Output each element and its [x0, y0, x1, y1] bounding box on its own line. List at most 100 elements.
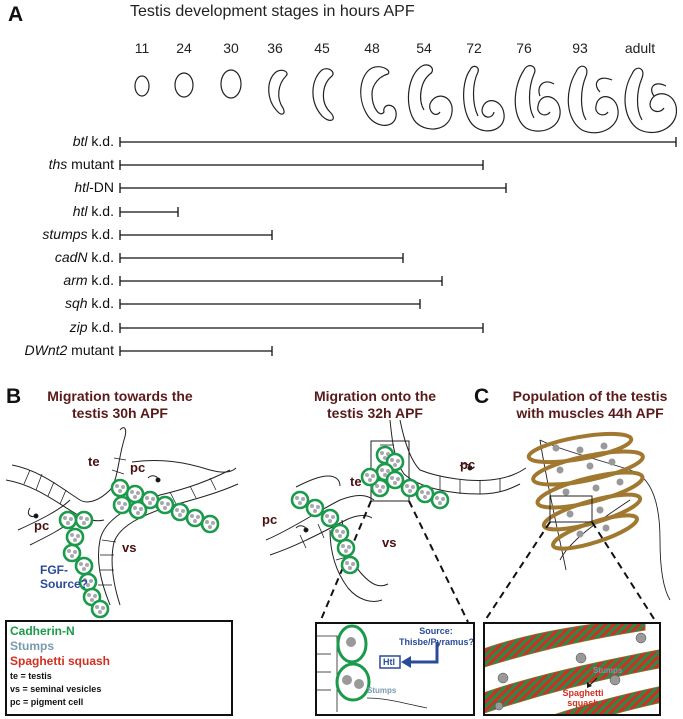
migrating-cell — [430, 490, 450, 510]
gene-label: arm k.d. — [63, 272, 114, 289]
stage-shape-93 — [567, 71, 619, 134]
testis-stage-shapes — [134, 64, 678, 134]
stage-hour-label: 76 — [516, 40, 532, 56]
legend-vs: vs = seminal vesicles — [10, 684, 102, 694]
migrating-cell — [74, 510, 94, 530]
panel-b-title-left-line1: Migration towards the — [47, 388, 193, 404]
panel-b-title-mid-line2: testis 32h APF — [327, 405, 423, 421]
gene-bar — [119, 183, 507, 194]
panel-b-letter: B — [6, 385, 22, 408]
gene-label: btl k.d. — [72, 133, 114, 149]
stages-title: Testis development stages in hours APF — [130, 3, 415, 20]
gene-label: DWnt2 mutant — [24, 341, 115, 358]
stage-hour-label: 36 — [267, 40, 283, 56]
migrating-cell — [74, 556, 94, 576]
label-pc-middle: pc — [262, 512, 278, 527]
panel-b-title-mid-line1: Migration onto the — [313, 388, 437, 404]
migrating-cell — [200, 514, 220, 534]
inset-htl-label: Htl — [383, 657, 395, 667]
gene-bar — [119, 253, 404, 263]
migrating-cell — [320, 508, 340, 528]
fgf-source-line2: Source? — [40, 577, 89, 591]
gene-bar — [119, 345, 273, 356]
migrating-cell — [78, 572, 98, 592]
zoom-box-c — [549, 495, 593, 523]
stage-hour-label: 54 — [416, 40, 432, 56]
inset-spaghetti-line2: squash — [567, 698, 599, 708]
inset-source-label: Source: Thisbe/Pyramus? — [399, 626, 473, 648]
stage-shape-adult — [624, 73, 678, 134]
stage-shape-30 — [220, 69, 242, 99]
panel-c-letter: C — [474, 385, 490, 408]
inset-box-c: Stumps Spaghetti squash — [483, 622, 661, 716]
migrating-cell — [90, 599, 110, 619]
inset-source-line2: Thisbe/Pyramus? — [399, 637, 475, 647]
panel-c-title-line2: with muscles 44h APF — [516, 405, 664, 421]
legend-cadherin: Cadherin-N — [10, 624, 75, 638]
stage-shape-45 — [312, 68, 334, 121]
migrating-cell — [155, 495, 175, 515]
stage-shape-54 — [407, 65, 453, 130]
gene-bar — [119, 229, 273, 240]
stage-shape-48 — [360, 66, 397, 126]
panel-c-title: Population of the testis with muscles 44… — [500, 388, 680, 422]
migrating-cell — [360, 467, 380, 487]
migrating-cell — [65, 527, 85, 547]
panel-c-title-line1: Population of the testis — [512, 388, 668, 404]
stage-hour-label: 24 — [176, 40, 192, 56]
gene-bar — [119, 322, 484, 333]
gene-label: cadN k.d. — [54, 249, 114, 265]
gene-label: htl-DN — [74, 179, 114, 196]
migrating-cell — [185, 508, 205, 528]
migrating-cell — [58, 510, 78, 530]
migrating-cell — [385, 470, 405, 490]
migrating-cell — [62, 543, 82, 563]
migrating-cell — [112, 495, 132, 515]
stage-shape-72 — [463, 69, 505, 132]
panel-b-title-mid: Migration onto the testis 32h APF — [290, 388, 460, 422]
legend-stumps: Stumps — [10, 639, 55, 653]
panel-b-title-left: Migration towards the testis 30h APF — [30, 388, 210, 422]
gene-label: stumps k.d. — [42, 225, 114, 242]
legend-pc: pc = pigment cell — [10, 697, 84, 707]
stage-hour-label: 72 — [466, 40, 482, 56]
stage-hour-label: 30 — [223, 40, 239, 56]
label-vs-left: vs — [122, 540, 137, 555]
label-pc-left-top: pc — [130, 460, 146, 475]
gene-bar — [119, 299, 421, 310]
stage-shape-11 — [134, 75, 150, 97]
label-pc-middle-top: pc — [460, 457, 476, 472]
stage-hour-label: 45 — [314, 40, 330, 56]
inset-middle-drawing — [317, 624, 439, 712]
stage-hour-label: adult — [624, 40, 656, 56]
migrating-cell — [305, 498, 325, 518]
inset-source-line1: Source: — [419, 626, 453, 636]
panel-a-letter: A — [8, 3, 24, 26]
fgf-source-line1: FGF- — [40, 563, 68, 577]
stage-hour-label: 11 — [134, 40, 150, 56]
inset-stumps-label-middle: Stumps — [367, 686, 397, 695]
inset-spaghetti-line1: Spaghetti — [562, 688, 604, 698]
migrating-cell — [340, 555, 360, 575]
gene-bar — [119, 137, 677, 147]
stage-shape-24 — [174, 72, 194, 98]
stage-shape-36 — [268, 69, 288, 115]
inset-box-middle: Source: Thisbe/Pyramus? Htl Stumps — [315, 622, 475, 716]
inset-spaghetti-label-c: Spaghetti squash — [553, 688, 613, 708]
gene-label: sqh k.d. — [64, 295, 114, 312]
migrating-cell — [336, 538, 356, 558]
gene-bar — [119, 276, 443, 287]
label-te-left: te — [88, 454, 100, 469]
legend-box: Cadherin-N Stumps Spaghetti squash te = … — [5, 620, 233, 716]
gene-label: htl k.d. — [72, 202, 114, 219]
legend-te: te = testis — [10, 671, 52, 681]
fgf-source-label: FGF- Source? — [40, 563, 88, 591]
inset-c-drawing — [485, 624, 659, 714]
gene-bar — [119, 206, 179, 217]
gene-label: ths mutant — [48, 156, 114, 173]
panel-b-title-left-line2: testis 30h APF — [72, 405, 168, 421]
